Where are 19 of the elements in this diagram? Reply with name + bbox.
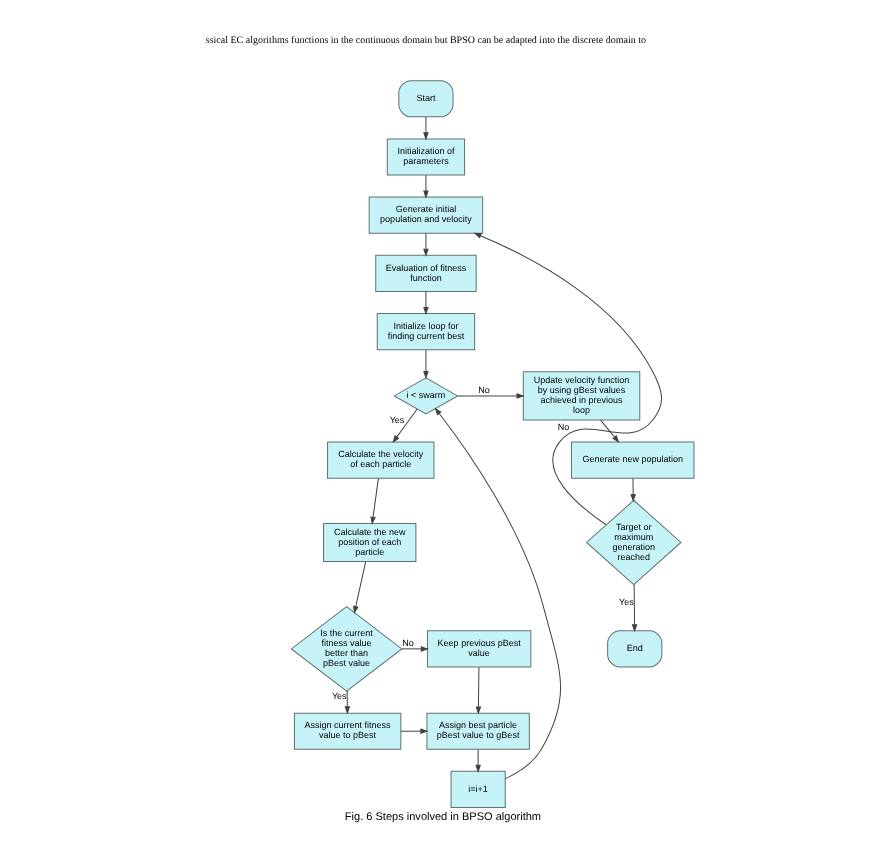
- arrow: [353, 560, 367, 613]
- arrow: [474, 231, 662, 525]
- arrow: [457, 392, 524, 398]
- arrow: [423, 348, 429, 378]
- arrow: [630, 477, 636, 501]
- arrow: [401, 645, 428, 651]
- arrow: [435, 407, 561, 779]
- arrow: [423, 290, 429, 314]
- arrow: [400, 727, 428, 733]
- arrow: [392, 407, 418, 442]
- arrow: [475, 747, 481, 771]
- arrow: [475, 665, 482, 713]
- arrow: [423, 231, 429, 255]
- arrow: [344, 689, 350, 713]
- arrow: [370, 477, 379, 523]
- arrow: [600, 418, 619, 442]
- arrow: [631, 582, 638, 631]
- arrow: [423, 115, 429, 139]
- arrow: [423, 173, 429, 197]
